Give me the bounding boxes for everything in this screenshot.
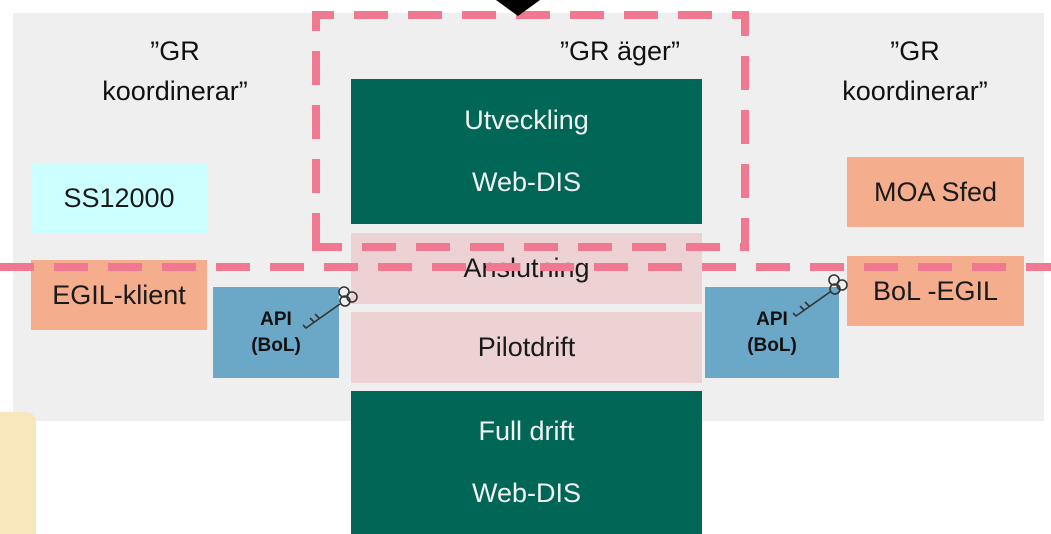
- utveckling-label: Utveckling: [464, 104, 589, 135]
- label-line: koordinerar”: [842, 75, 988, 106]
- box-full-drift: Full drift Web-DIS: [351, 391, 702, 534]
- label-line: ”GR: [890, 36, 940, 66]
- api-box-left: API (BoL): [213, 287, 339, 378]
- api-label: API: [260, 308, 292, 330]
- key-icon-right: [792, 274, 848, 318]
- full-drift-label: Full drift: [478, 416, 575, 447]
- web-dis-label: Web-DIS: [471, 477, 582, 508]
- box-moa-sfed: MOA Sfed: [847, 157, 1024, 227]
- label-gr-ager: ”GR äger”: [559, 36, 681, 66]
- box-egil-klient: EGIL-klient: [31, 260, 207, 330]
- box-pilotdrift: Pilotdrift: [351, 312, 702, 383]
- yellow-shape: [0, 412, 36, 534]
- label-gr-koordinerar-left: ”GR koordinerar”: [60, 32, 290, 112]
- api-label-sub: (BoL): [747, 334, 797, 356]
- api-label-sub: (BoL): [251, 334, 301, 356]
- arrow-down-icon: [496, 0, 540, 16]
- label-gr-koordinerar-right: ”GR koordinerar”: [800, 32, 1030, 112]
- label-line: ”GR: [150, 36, 200, 66]
- label-line: koordinerar”: [102, 75, 248, 106]
- box-utveckling: Utveckling Web-DIS: [351, 79, 702, 224]
- dashed-ownership-border: [312, 11, 749, 251]
- box-ss12000: SS12000: [31, 163, 207, 233]
- key-icon-left: [302, 286, 358, 330]
- api-label: API: [756, 308, 788, 330]
- web-dis-label: Web-DIS: [471, 167, 582, 198]
